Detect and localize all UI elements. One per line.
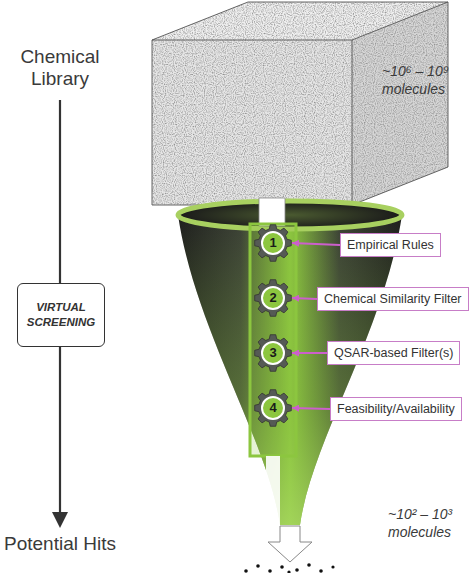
process-arrowhead — [52, 512, 68, 528]
filter-label-box: Empirical Rules — [340, 233, 441, 257]
leader-arrow — [292, 298, 317, 299]
hit-dot — [256, 564, 260, 568]
gear-hub — [262, 342, 284, 364]
funnel-body — [178, 215, 402, 525]
filter-gear: 4 — [254, 389, 292, 427]
feed-tab — [259, 198, 285, 226]
stage-title: VIRTUAL SCREENING — [20, 300, 102, 330]
hit-dot — [268, 569, 272, 573]
hit-dot — [295, 568, 299, 572]
callout-number: 4 — [269, 400, 276, 416]
leader-arrow — [292, 352, 327, 354]
gear-teeth — [255, 225, 292, 262]
hit-dot — [287, 570, 290, 573]
filter-gear: 3 — [254, 334, 292, 372]
leader-arrow — [292, 243, 340, 245]
stage-label: Chemical Library — [4, 46, 116, 90]
stage-box: VIRTUAL SCREENING — [17, 283, 105, 347]
cube-front — [152, 40, 352, 205]
filter-label-box: Chemical Similarity Filter — [317, 287, 469, 311]
gear-hub — [262, 287, 284, 309]
output-shaft — [266, 456, 280, 540]
filter-column — [250, 224, 296, 456]
filter-gear: 1 — [254, 224, 292, 262]
gear-teeth — [255, 280, 292, 317]
count-note: ~10⁶ – 10⁹ molecules — [382, 62, 466, 98]
gear-teeth — [255, 390, 292, 427]
filter-label: Empirical Rules — [347, 237, 434, 253]
cube-edge — [152, 40, 352, 205]
hit-dot — [331, 565, 334, 568]
output-arrow — [268, 526, 312, 562]
hit-dots — [244, 563, 334, 573]
library-cube — [152, 2, 448, 205]
callout-number: 2 — [269, 290, 276, 306]
filter-label-box: Feasibility/Availability — [330, 397, 462, 421]
filter-label-box: QSAR-based Filter(s) — [327, 341, 460, 365]
gear-hub — [262, 232, 284, 254]
callout-number: 3 — [269, 345, 276, 361]
hit-dot — [244, 569, 248, 573]
hit-dot — [319, 569, 323, 573]
cube-side — [352, 2, 448, 205]
gear-teeth — [255, 335, 292, 372]
filter-gear: 2 — [254, 279, 292, 317]
filter-label: Feasibility/Availability — [337, 401, 455, 417]
leader-arrow — [292, 408, 330, 409]
hit-dot — [307, 563, 311, 567]
funnel-glow — [178, 215, 402, 525]
hit-dot — [280, 565, 284, 569]
cube-edge — [152, 2, 448, 205]
stage-label: Potential Hits — [4, 533, 116, 554]
gear-hub — [262, 397, 284, 419]
filter-label: Chemical Similarity Filter — [324, 291, 462, 307]
cube-edge — [352, 2, 448, 40]
filter-label: QSAR-based Filter(s) — [334, 345, 453, 361]
cube-edges — [152, 2, 448, 205]
count-note: ~10² – 10³ molecules — [388, 505, 472, 541]
callout-number: 1 — [269, 235, 276, 251]
